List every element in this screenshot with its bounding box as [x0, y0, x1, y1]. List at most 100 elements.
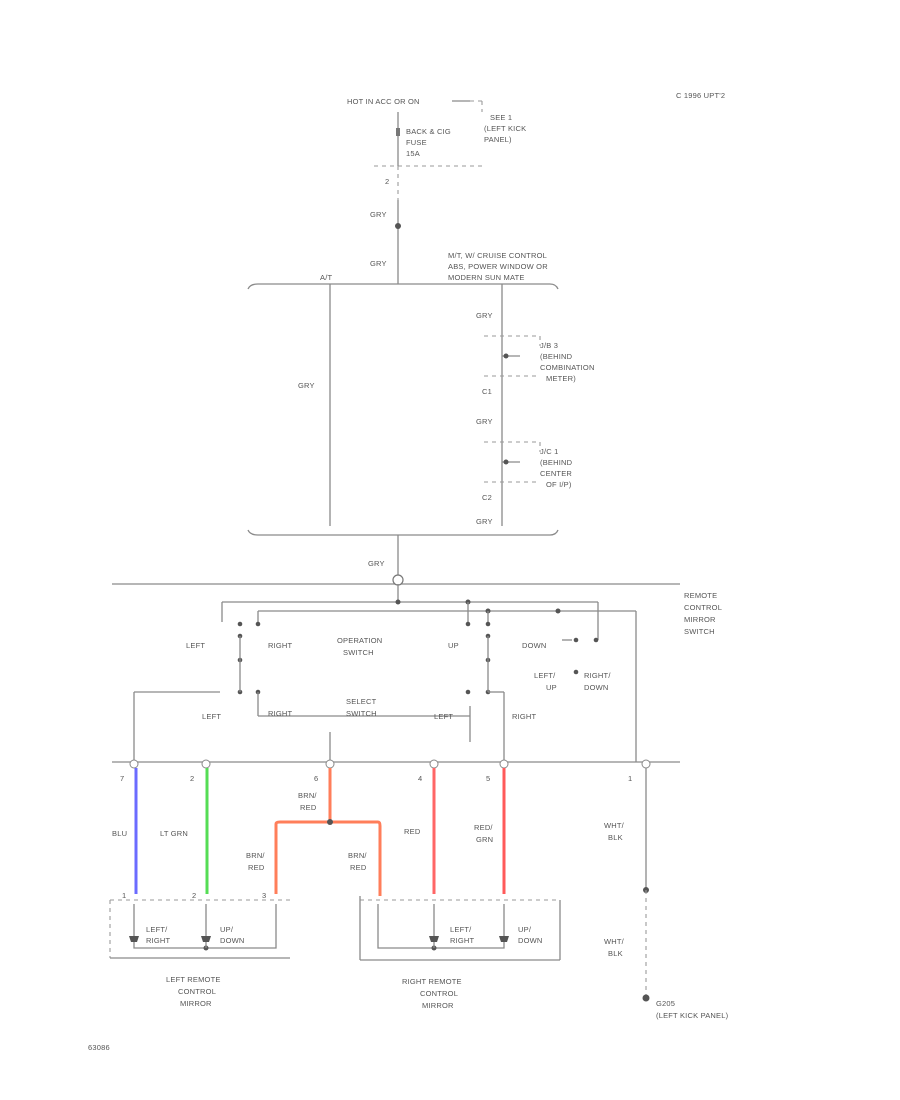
cruise-note-line-2: ABS, POWER WINDOW OR	[448, 262, 548, 271]
switch-name-line-4: SWITCH	[684, 627, 715, 636]
wire-wht-blk-1-b: BLK	[608, 833, 623, 842]
left-mirror-updown-motor-icon	[201, 936, 211, 942]
wire-red-grn-2: GRN	[476, 835, 493, 844]
wire-wht-blk-2-b: BLK	[608, 949, 623, 958]
left-mirror-leftright-motor-icon	[129, 936, 139, 942]
jc1-line-3: CENTER	[540, 469, 572, 478]
pin-5: 5	[486, 774, 490, 783]
wire-brn-red-right-1: BRN/	[348, 851, 367, 860]
pin-3: 6	[314, 774, 318, 783]
right-mirror-leftright-1: LEFT/	[450, 925, 472, 934]
fuse-location-line-3: PANEL)	[484, 135, 512, 144]
fuse-pin: 2	[385, 177, 389, 186]
header-note: C 1996 UPT'2	[676, 91, 725, 100]
jb3-line-3: COMBINATION	[540, 363, 595, 372]
switch-left-3: LEFT	[434, 712, 453, 721]
wire-brn-red-left-2: RED	[248, 863, 265, 872]
left-mirror-name-3: MIRROR	[180, 999, 212, 1008]
jb3-line-4: METER)	[546, 374, 576, 383]
pin-6: 1	[628, 774, 632, 783]
wire-gry-mid: GRY	[476, 417, 493, 426]
switch-left-up-2: UP	[546, 683, 557, 692]
footer-code: 63086	[88, 1043, 110, 1052]
wire-red: RED	[404, 827, 421, 836]
operation-line-2: SWITCH	[343, 648, 374, 657]
jc1-line-1: J/C 1	[540, 447, 559, 456]
left-mirror-updown-2: DOWN	[220, 936, 245, 945]
cruise-note-line-3: MODERN SUN MATE	[448, 273, 525, 282]
right-mirror-box	[359, 896, 561, 961]
left-mirror-pin-3: 3	[262, 891, 266, 900]
right-mirror-name-2: CONTROL	[420, 989, 458, 998]
fuse-block: HOT IN ACC OR ON SEE 1 (LEFT KICK PANEL)…	[347, 97, 526, 186]
left-mirror-updown-1: UP/	[220, 925, 234, 934]
splice-jc1: J/C 1 (BEHIND CENTER OF I/P) C2	[482, 441, 573, 502]
right-mirror-leftright-motor-icon	[429, 936, 439, 942]
switch-up: UP	[448, 641, 459, 650]
wire-gry-lower: GRY	[476, 517, 493, 526]
fuse-name-line-2: FUSE	[406, 138, 427, 147]
switch-pin-circles	[129, 759, 651, 769]
jb3-line-1: J/B 3	[540, 341, 558, 350]
wire-gry-1: GRY	[370, 210, 387, 219]
fuse-name-line-1: BACK & CIG	[406, 127, 451, 136]
wire-brn-red-left-1: BRN/	[246, 851, 265, 860]
wire-brn-red-line	[274, 768, 382, 896]
option-bus-bottom	[247, 529, 559, 536]
cruise-note-line-1: M/T, W/ CRUISE CONTROL	[448, 251, 547, 260]
wire-gry-2: GRY	[370, 259, 387, 268]
wire-brn-red-top-1: BRN/	[298, 791, 317, 800]
jc1-line-2: (BEHIND	[540, 458, 573, 467]
switch-name-line-1: REMOTE	[684, 591, 717, 600]
wire-brn-red-right-2: RED	[350, 863, 367, 872]
select-line-2: SWITCH	[346, 709, 377, 718]
switch-right-3: RIGHT	[512, 712, 537, 721]
switch-internal-wiring	[133, 584, 637, 762]
connector-icon	[392, 574, 404, 586]
right-mirror-updown-1: UP/	[518, 925, 532, 934]
wire-red-grn-1: RED/	[474, 823, 493, 832]
operation-line-1: OPERATION	[337, 636, 382, 645]
power-source-label: HOT IN ACC OR ON	[347, 97, 420, 106]
wire-wht-blk-2-a: WHT/	[604, 937, 625, 946]
left-mirror-pin-1: 1	[122, 891, 126, 900]
fuse-location-line-2: (LEFT KICK	[484, 124, 526, 133]
switch-left-2: LEFT	[202, 712, 221, 721]
select-line-1: SELECT	[346, 697, 377, 706]
pin-1: 7	[120, 774, 124, 783]
fuse-name-line-3: 15A	[406, 149, 420, 158]
ground-icon	[642, 994, 650, 1002]
left-mirror-box: 1 2 3	[109, 891, 290, 959]
option-bus-top	[247, 283, 559, 290]
wire-gry-upper: GRY	[476, 311, 493, 320]
switch-right-down-2: DOWN	[584, 683, 609, 692]
ground-id: G205	[656, 999, 675, 1008]
right-mirror-name-3: MIRROR	[422, 1001, 454, 1010]
right-mirror-updown-2: DOWN	[518, 936, 543, 945]
right-mirror-name-1: RIGHT REMOTE	[402, 977, 462, 986]
right-mirror-updown-motor-icon	[499, 936, 509, 942]
left-mirror-name-2: CONTROL	[178, 987, 216, 996]
wire-lt-grn: LT GRN	[160, 829, 188, 838]
right-mirror-leftright-2: RIGHT	[450, 936, 475, 945]
fuse-icon	[396, 128, 400, 136]
wire-wht-blk-1-a: WHT/	[604, 821, 625, 830]
jb3-line-2: (BEHIND	[540, 352, 573, 361]
pin-4: 4	[418, 774, 422, 783]
switch-name-line-2: CONTROL	[684, 603, 722, 612]
wire-gry-switch: GRY	[368, 559, 385, 568]
switch-right-2: RIGHT	[268, 709, 293, 718]
wire-c1: C1	[482, 387, 492, 396]
switch-down: DOWN	[522, 641, 547, 650]
ground-location: (LEFT KICK PANEL)	[656, 1011, 729, 1020]
left-mirror-leftright-2: RIGHT	[146, 936, 171, 945]
wire-c2: C2	[482, 493, 492, 502]
left-mirror-leftright-1: LEFT/	[146, 925, 168, 934]
splice-jb3: J/B 3 (BEHIND COMBINATION METER) C1	[482, 335, 595, 396]
brn-red-splice	[327, 819, 333, 825]
jc1-line-4: OF I/P)	[546, 480, 572, 489]
left-mirror-name-1: LEFT REMOTE	[166, 975, 221, 984]
switch-left-up-1: LEFT/	[534, 671, 556, 680]
wire-blu: BLU	[112, 829, 127, 838]
